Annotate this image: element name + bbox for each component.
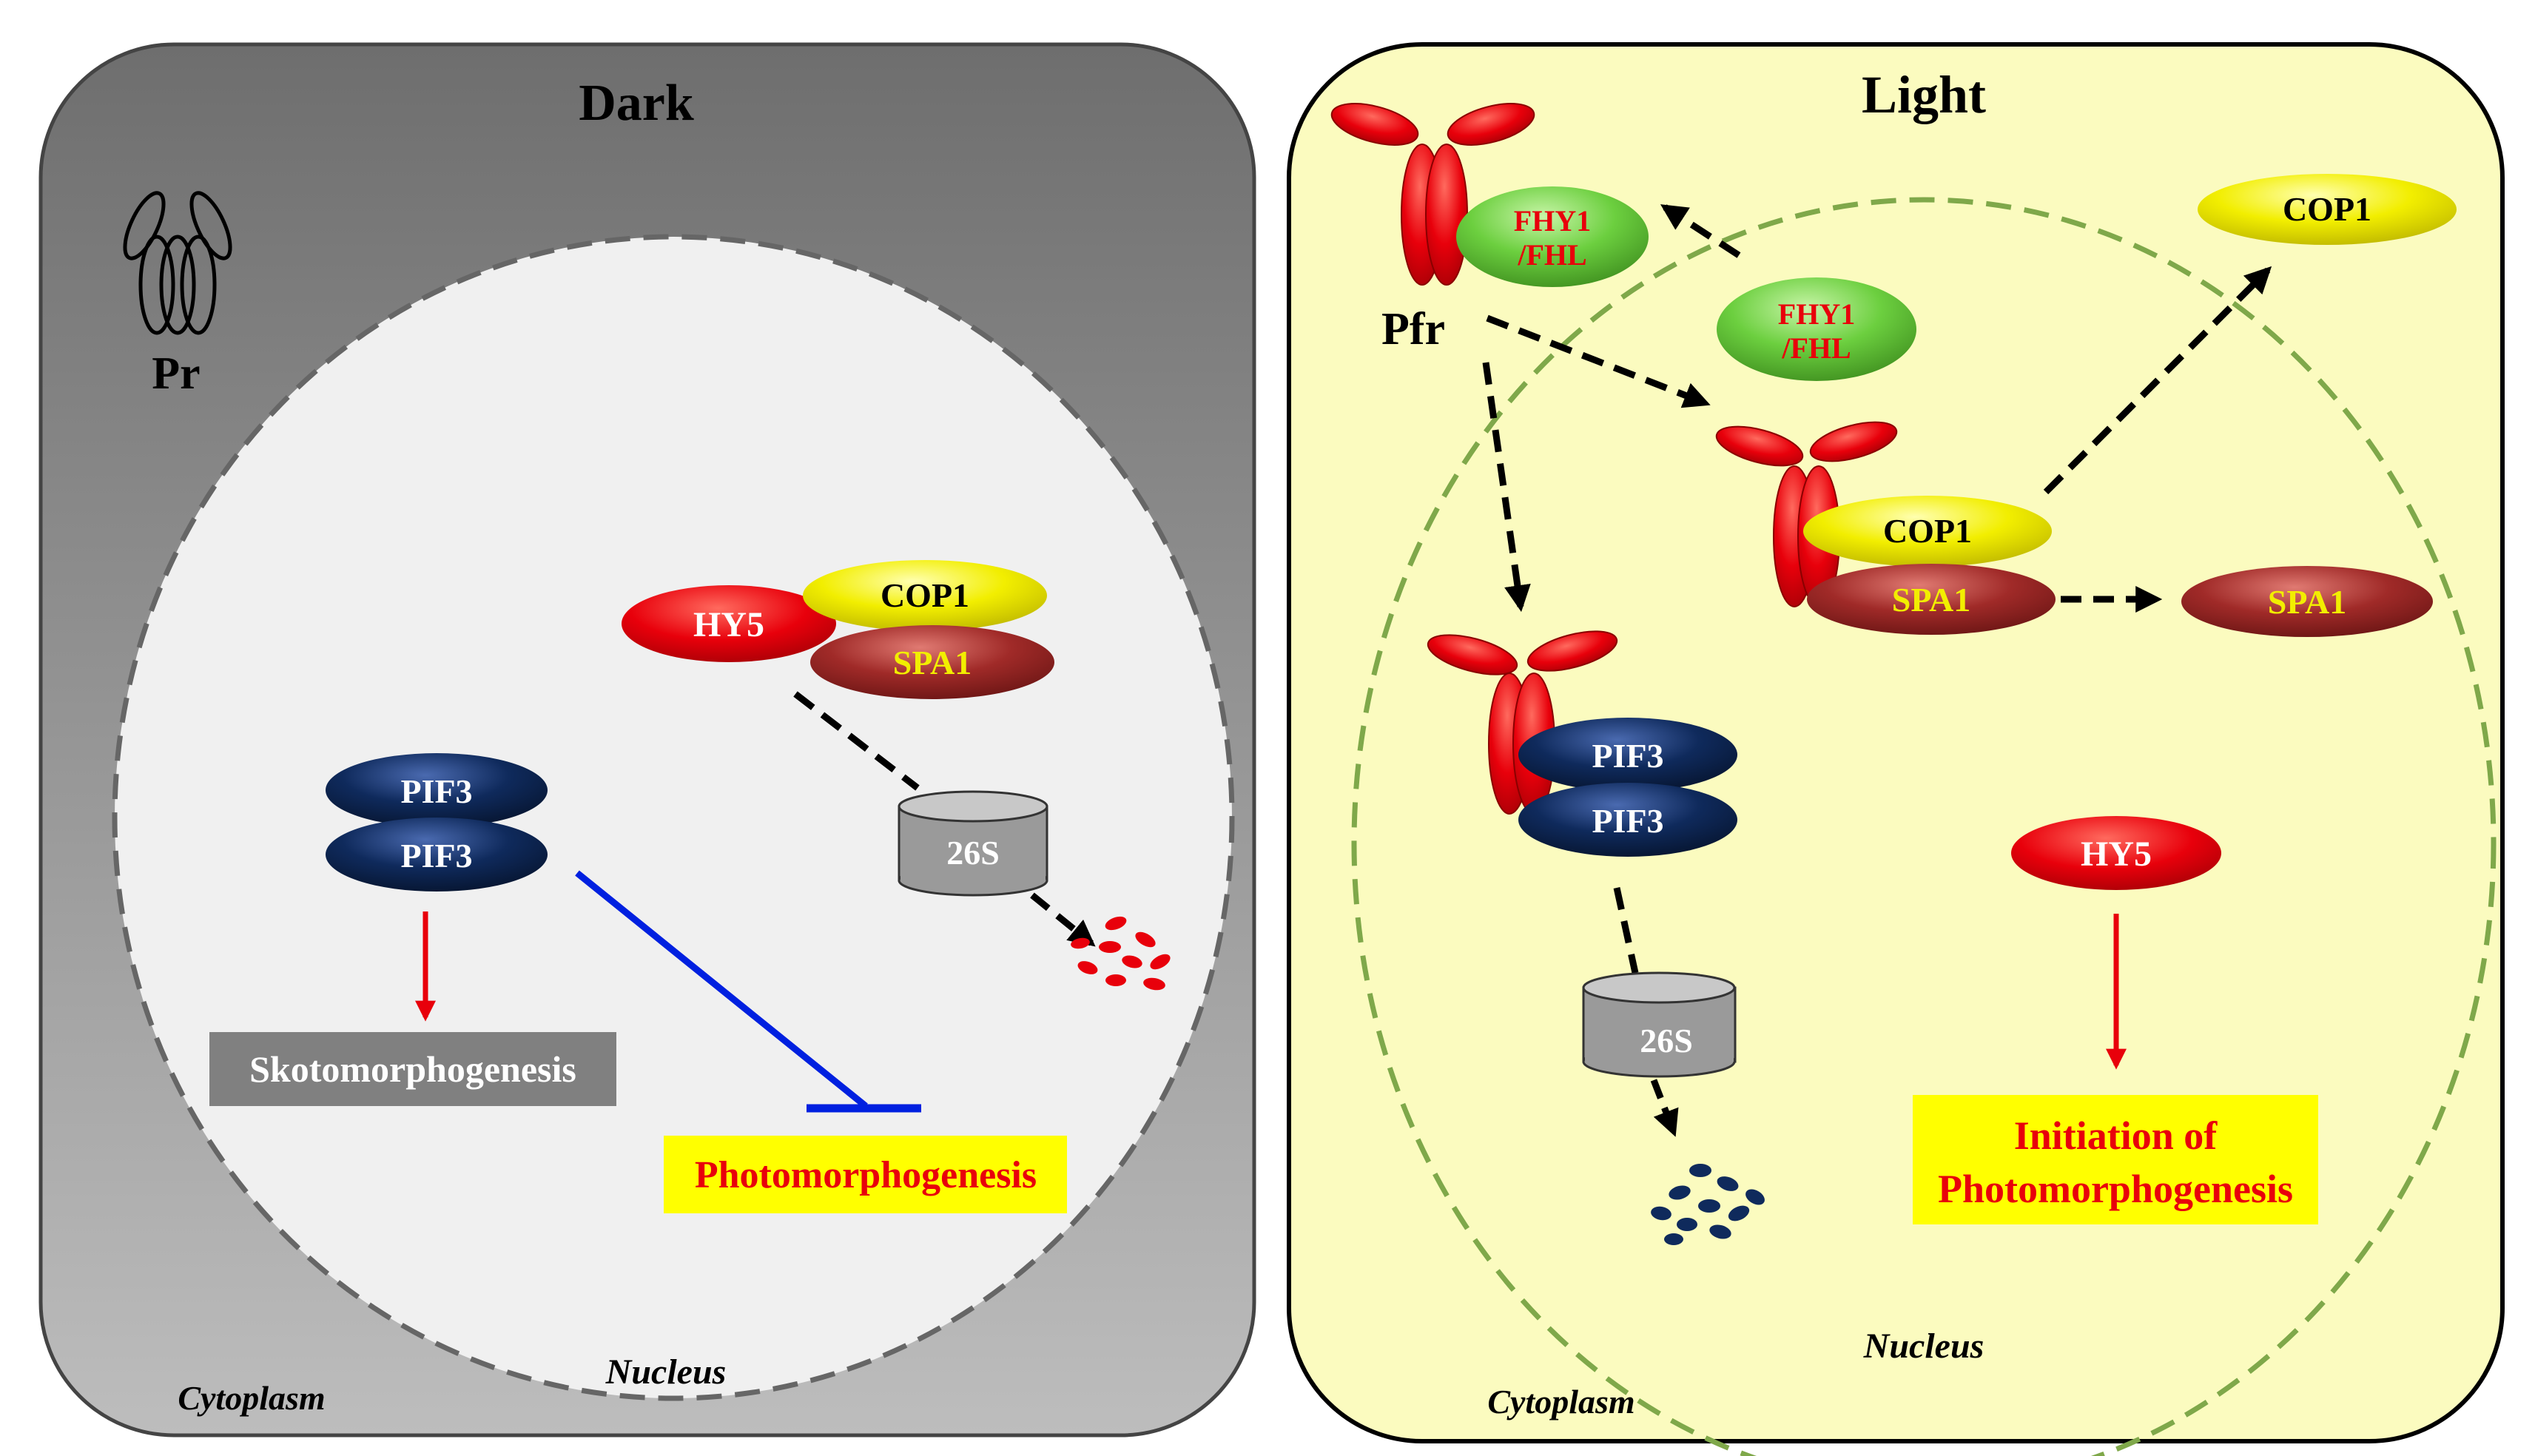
- dark-panel: Dark Pr HY5 COP1 SPA1 26S: [38, 42, 1256, 1438]
- light-cell-background: [1287, 42, 2505, 1443]
- pif3-top-label: PIF3: [400, 772, 472, 810]
- spa1-protein-free: [2181, 566, 2433, 637]
- fhy1-a-line2: /FHL: [1517, 238, 1586, 272]
- proteasome-26s-icon: [898, 790, 1048, 897]
- degraded-fragments-navy: [1651, 1164, 1765, 1245]
- pfr-label: Pfr: [1381, 304, 1445, 354]
- pif3-protein-top-light: [1518, 718, 1737, 792]
- light-title: Light: [1862, 65, 1986, 124]
- fhy1-protein-cytoplasm: [1456, 186, 1649, 287]
- fhy1-b-line1: FHY1: [1778, 297, 1855, 331]
- inhibition-line: [575, 870, 868, 1109]
- light-nucleus-label: Nucleus: [1863, 1327, 1984, 1366]
- pif3-bottom-label-light: PIF3: [1592, 802, 1663, 840]
- cop1-protein: [803, 560, 1047, 631]
- pif3-protein-bottom: [326, 818, 548, 892]
- pif3-protein-top: [326, 753, 548, 827]
- hy5-protein: [622, 585, 836, 662]
- arrow-fhy1-export: [1660, 204, 1741, 258]
- skoto-label: Skotomorphogenesis: [249, 1048, 576, 1090]
- cop1-protein-bound: [1803, 496, 2052, 567]
- fhy1-protein-nucleus: [1717, 277, 1916, 381]
- hy5-label: HY5: [693, 605, 764, 644]
- photo-box: [664, 1136, 1067, 1213]
- photo-label: Photomorphogenesis: [695, 1154, 1037, 1196]
- pif3-protein-bottom-light: [1518, 783, 1737, 857]
- dark-title: Dark: [579, 75, 694, 132]
- fhy1-a-line1: FHY1: [1514, 204, 1591, 237]
- cop1-free-label: COP1: [2283, 190, 2371, 228]
- dark-nucleus-label: Nucleus: [605, 1352, 727, 1392]
- proteasome-label-light: 26S: [1640, 1022, 1693, 1059]
- proteasome-label: 26S: [946, 834, 1000, 872]
- pr-phytochrome-icon: [123, 191, 232, 335]
- degradation-arrow-to-26s: [793, 691, 920, 791]
- light-nucleus: [1351, 197, 2497, 1456]
- pfr-phytochrome-icon: [1330, 103, 1535, 286]
- degradation-arrow-to-fragments: [1030, 892, 1096, 947]
- pr-label: Pr: [152, 348, 200, 399]
- arrow-pfr-to-pif3: [1482, 362, 1531, 613]
- dark-cytoplasm-label: Cytoplasm: [178, 1379, 325, 1417]
- spa1-protein: [810, 625, 1054, 699]
- arrow-pfr-to-nucleus: [1486, 314, 1711, 408]
- hy5-protein-light: [2011, 816, 2221, 890]
- spa1-label: SPA1: [893, 644, 972, 681]
- initiation-box: [1913, 1095, 2318, 1224]
- hy5-label-light: HY5: [2081, 835, 2152, 874]
- dark-nucleus: [112, 234, 1235, 1401]
- fhy1-b-line2: /FHL: [1781, 331, 1851, 365]
- cop1-bound-label: COP1: [1883, 512, 1972, 550]
- cop1-label: COP1: [881, 576, 969, 614]
- arrow-cop1-export: [2043, 266, 2272, 495]
- skoto-box: [209, 1032, 616, 1106]
- spa1-bound-label: SPA1: [1892, 581, 1971, 619]
- initiation-line2: Photomorphogenesis: [1938, 1167, 2293, 1211]
- spa1-protein-bound: [1807, 564, 2056, 635]
- proteasome-26s-icon-light: [1582, 971, 1737, 1078]
- light-cytoplasm-label: Cytoplasm: [1487, 1383, 1635, 1420]
- cop1-protein-free: [2198, 174, 2457, 245]
- arrow-pif3-to-26s: [1613, 887, 1639, 974]
- degraded-fragments-red: [1071, 916, 1171, 991]
- light-panel: Light FHY1 /FHL Pfr FHY1 /FHL COP1: [1287, 42, 2505, 1456]
- arrow-26s-to-fragments: [1650, 1079, 1679, 1137]
- pif3-top-label-light: PIF3: [1592, 737, 1663, 775]
- spa1-free-label: SPA1: [2268, 583, 2347, 621]
- pif3-bottom-label: PIF3: [400, 837, 472, 874]
- initiation-line1: Initiation of: [2014, 1113, 2218, 1158]
